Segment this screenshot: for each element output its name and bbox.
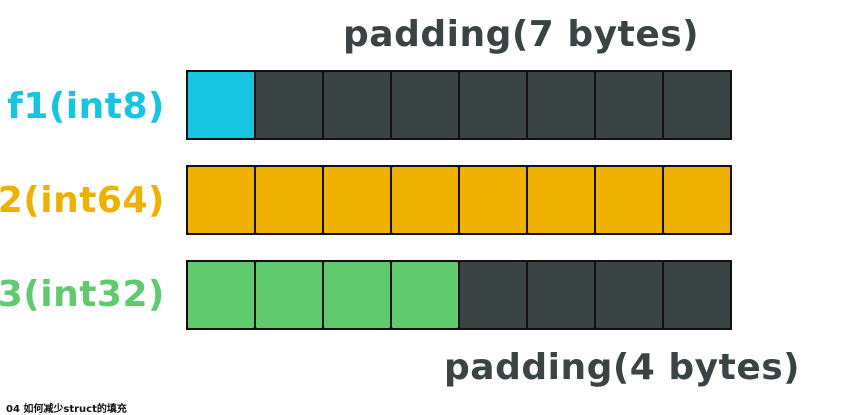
padding-byte-cell (664, 72, 730, 138)
data-byte-cell (256, 167, 322, 233)
bottom-padding-label: padding(4 bytes) (444, 347, 801, 388)
padding-byte-cell (528, 262, 594, 328)
padding-byte-cell (596, 262, 662, 328)
padding-byte-cell (460, 72, 526, 138)
data-byte-cell (324, 167, 390, 233)
row-f1 (186, 70, 732, 140)
data-byte-cell (596, 167, 662, 233)
row-f2 (186, 165, 732, 235)
data-byte-cell (392, 262, 458, 328)
row-label-f1: f1(int8) (7, 86, 165, 127)
padding-byte-cell (256, 72, 322, 138)
row-label-f2: f2(int64) (0, 180, 165, 221)
data-byte-cell (324, 262, 390, 328)
padding-byte-cell (392, 72, 458, 138)
padding-byte-cell (528, 72, 594, 138)
row-f3 (186, 260, 732, 330)
top-padding-label: padding(7 bytes) (343, 14, 700, 55)
data-byte-cell (256, 262, 322, 328)
data-byte-cell (664, 167, 730, 233)
data-byte-cell (528, 167, 594, 233)
padding-byte-cell (664, 262, 730, 328)
padding-byte-cell (460, 262, 526, 328)
data-byte-cell (188, 72, 254, 138)
data-byte-cell (460, 167, 526, 233)
padding-byte-cell (596, 72, 662, 138)
padding-byte-cell (324, 72, 390, 138)
data-byte-cell (188, 167, 254, 233)
data-byte-cell (188, 262, 254, 328)
data-byte-cell (392, 167, 458, 233)
row-label-f3: f3(int32) (0, 274, 165, 315)
